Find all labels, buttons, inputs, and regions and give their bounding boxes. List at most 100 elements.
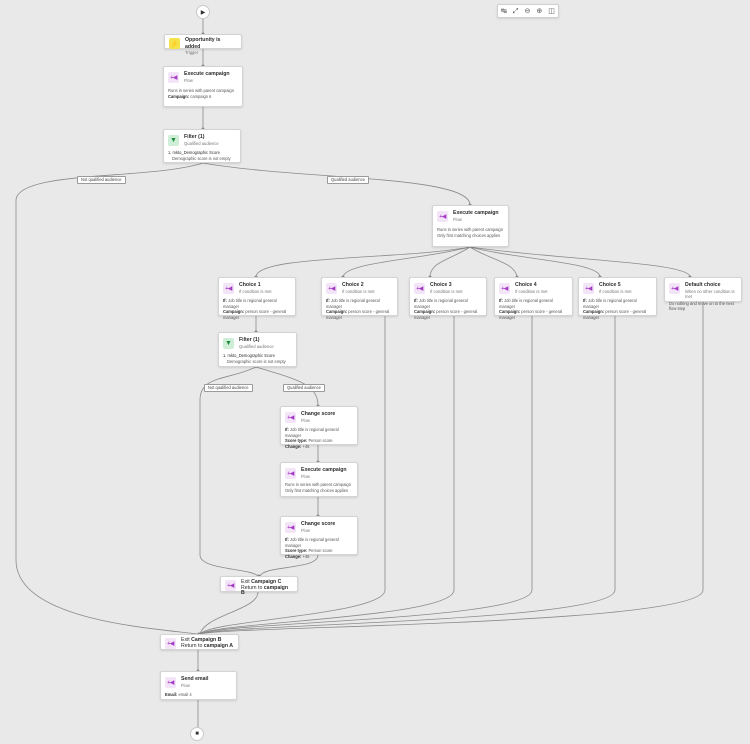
zoom-out-icon[interactable]: ⊖ <box>524 7 531 15</box>
flow-icon <box>499 283 510 294</box>
node-title: Execute campaign <box>453 210 499 216</box>
node-subtitle: Qualified audience <box>184 140 219 146</box>
filter-icon: ▼ <box>223 338 234 349</box>
exit-campaign-node[interactable]: Exit Campaign C Return to campaign B <box>220 576 298 596</box>
campaign-value: person score - general manager <box>583 309 647 320</box>
exit-icon <box>165 638 176 649</box>
exit-campaign-name: Campaign B <box>191 637 222 643</box>
arrange-icon[interactable]: ↹ <box>501 7 507 15</box>
return-campaign-name: campaign A <box>203 642 234 649</box>
if-key: If: <box>583 298 587 303</box>
node-title: Execute campaign <box>184 71 230 77</box>
panel-toggle-icon[interactable]: ◫ <box>548 7 555 15</box>
score-type-key: Score type: <box>285 548 308 554</box>
stop-icon: ■ <box>195 731 199 737</box>
node-description: Runs in series with parent campaign <box>437 227 503 232</box>
node-subtitle: If condition is met <box>342 288 375 294</box>
flow-icon <box>326 283 337 294</box>
return-label: Return to <box>241 584 263 591</box>
exit-campaign-node[interactable]: Exit Campaign B Return to campaign A <box>160 634 239 650</box>
choice-node[interactable]: Choice 1 If condition is met If: Job tit… <box>218 277 296 320</box>
campaign-value: person score - general manager <box>414 309 478 320</box>
change-score-node[interactable]: Change score Flow If: Job title is regio… <box>280 516 358 559</box>
change-value: +45 <box>302 553 310 559</box>
if-value: Job title is regional general manager <box>583 298 637 309</box>
node-subtitle: Trigger <box>185 50 199 55</box>
score-type-value: Person score <box>308 438 333 444</box>
campaign-value: person score - general manager <box>326 309 390 320</box>
exit-campaign-name: Campaign C <box>251 579 282 585</box>
if-value: Job title is regional general manager <box>326 298 380 309</box>
flow-icon <box>168 72 179 83</box>
execute-campaign-node[interactable]: Execute campaign Flow Runs in series wit… <box>280 462 358 497</box>
node-subtitle: If condition is met <box>599 288 632 294</box>
flow-icon <box>285 468 296 479</box>
flow-icon <box>437 211 448 222</box>
edge-label-qualified: Qualified audience <box>327 176 369 184</box>
if-value: Job title is regional general manager <box>499 298 553 309</box>
choice-node[interactable]: Choice 3 If condition is met If: Job tit… <box>409 277 487 320</box>
node-title: Change score <box>301 411 336 417</box>
campaign-value: person score - general manager <box>223 309 287 320</box>
play-icon: ▶ <box>200 9 206 16</box>
if-value: Job title is regional general manager <box>285 427 339 438</box>
trigger-node[interactable]: ⚡ Opportunity is added Trigger <box>164 34 242 55</box>
filter-node[interactable]: ▼ Filter (1) Qualified audience 1. mkto_… <box>163 129 241 163</box>
score-type-value: Person score <box>308 548 333 554</box>
flow-icon <box>583 283 594 294</box>
change-key: Change: <box>285 443 302 449</box>
fit-to-screen-icon[interactable]: ⤢ <box>512 7 519 15</box>
if-key: If: <box>223 298 227 303</box>
execute-campaign-node[interactable]: Execute campaign Flow Runs in series wit… <box>432 205 509 247</box>
if-key: If: <box>499 298 503 303</box>
exit-label: Exit <box>181 637 190 643</box>
exit-icon <box>225 580 236 591</box>
zoom-in-icon[interactable]: ⊕ <box>536 7 543 15</box>
change-key: Change: <box>285 553 302 559</box>
campaign-key: Campaign: <box>414 309 436 315</box>
node-title: Default choice <box>685 282 721 288</box>
campaign-key: Campaign: <box>223 309 245 315</box>
node-title: Filter (1) <box>239 337 260 343</box>
node-title: Choice 5 <box>599 282 621 288</box>
default-choice-node[interactable]: Default choice When no other condition i… <box>664 277 742 311</box>
execute-campaign-node[interactable]: Execute campaign Flow Runs in series wit… <box>163 66 243 107</box>
node-title: Choice 3 <box>430 282 452 288</box>
flow-icon <box>165 677 176 688</box>
campaign-value: campaign 6 <box>190 93 212 99</box>
choice-node[interactable]: Choice 5 If condition is met If: Job tit… <box>578 277 657 320</box>
node-subtitle: Qualified audience <box>239 343 274 349</box>
change-value: +45 <box>302 443 310 449</box>
filter-condition: Demographic score is not empty <box>227 358 286 364</box>
start-node[interactable]: ▶ <box>196 5 210 19</box>
node-title: Opportunity is added <box>185 37 221 50</box>
canvas-toolbar: ↹ ⤢ ⊖ ⊕ ◫ <box>497 4 559 18</box>
choice-node[interactable]: Choice 4 If condition is met If: Job tit… <box>494 277 573 320</box>
filter-condition: Demographic score is not empty <box>172 155 231 161</box>
node-subtitle: Flow <box>301 473 310 479</box>
end-node[interactable]: ■ <box>190 727 204 741</box>
send-email-node[interactable]: Send email Flow Email: email 4 <box>160 671 237 700</box>
node-subtitle: Flow <box>301 417 310 423</box>
if-key: If: <box>285 537 289 542</box>
node-title: Execute campaign <box>301 467 347 473</box>
filter-node[interactable]: ▼ Filter (1) Qualified audience 1. mkto_… <box>218 332 297 367</box>
if-value: Job title is regional general manager <box>285 537 339 548</box>
node-subtitle: If condition is met <box>430 288 463 294</box>
if-key: If: <box>326 298 330 303</box>
choice-node[interactable]: Choice 2 If condition is met If: Job tit… <box>321 277 398 320</box>
filter-rule: 1. mkto_Demographic Score <box>168 150 220 155</box>
flow-icon <box>285 412 296 423</box>
node-title: Choice 4 <box>515 282 537 288</box>
change-score-node[interactable]: Change score Flow If: Job title is regio… <box>280 406 358 449</box>
exit-label: Exit <box>241 579 250 585</box>
node-subtitle: Flow <box>184 77 193 83</box>
return-campaign-name: campaign B <box>241 584 289 596</box>
node-title: Choice 1 <box>239 282 261 288</box>
node-subtitle: Flow <box>301 527 310 533</box>
node-subtitle: If condition is met <box>515 288 548 294</box>
if-value: Job title is regional general manager <box>223 298 277 309</box>
node-subtitle: When no other condition is met <box>685 288 735 299</box>
flow-icon <box>669 283 680 294</box>
